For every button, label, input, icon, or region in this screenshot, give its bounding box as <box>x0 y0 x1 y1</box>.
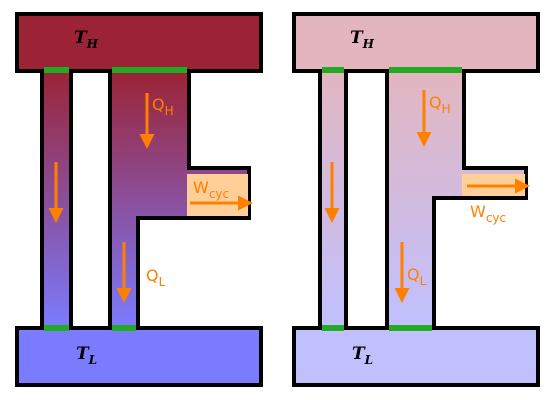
cold-temp-label: TL <box>352 344 373 367</box>
cold-contact-leak <box>44 325 69 331</box>
cold-contact-engine <box>389 325 432 331</box>
ql-label: QL <box>146 266 166 289</box>
hot-contact-engine <box>112 67 187 73</box>
qh-label: QH <box>429 93 451 116</box>
hot-contact-engine <box>389 67 462 73</box>
cold-contact-leak <box>322 325 344 331</box>
cold-contact-engine <box>112 325 136 331</box>
cold-reservoir <box>292 326 540 387</box>
work-label: Wcyc <box>193 178 229 201</box>
work-label: Wcyc <box>470 202 506 225</box>
hot-temp-label: TH <box>350 28 375 51</box>
hot-reservoir <box>292 12 540 73</box>
hot-contact-leak <box>44 67 69 73</box>
cold-reservoir <box>15 326 263 387</box>
hot-reservoir <box>15 12 263 73</box>
right-engine: TH TL QH QL Wcyc <box>292 12 540 387</box>
ql-label: QL <box>407 265 427 288</box>
qh-label: QH <box>152 95 174 118</box>
left-engine: TH TL QH QL Wcyc <box>15 12 263 387</box>
cold-temp-label: TL <box>76 344 97 367</box>
hot-temp-label: TH <box>74 28 99 51</box>
work-band <box>187 174 248 216</box>
hot-contact-leak <box>322 67 344 73</box>
